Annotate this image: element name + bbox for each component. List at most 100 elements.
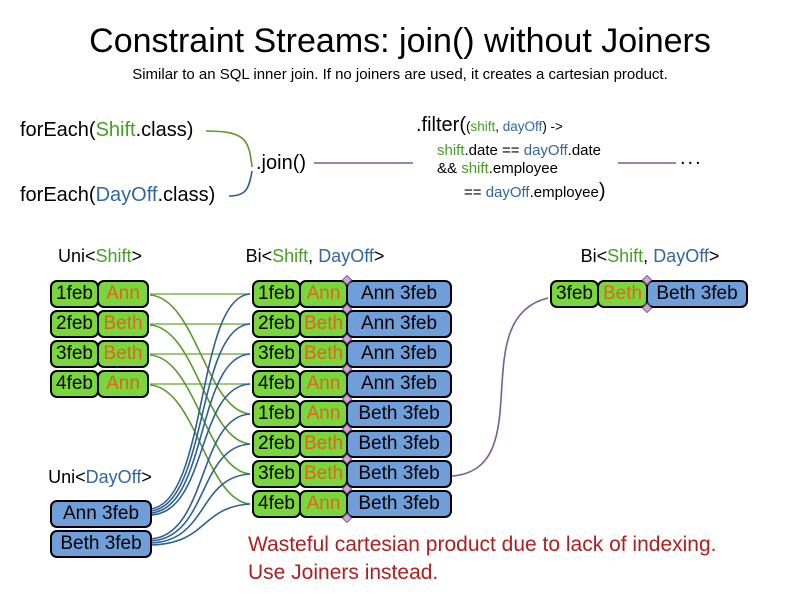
shift-param-token: shift	[470, 119, 496, 134]
link-line	[149, 413, 251, 540]
link-line	[149, 293, 251, 510]
dayoff-type-token: DayOff	[318, 246, 374, 266]
code-text: .date	[567, 142, 602, 159]
dayoff-type-token: DayOff	[85, 467, 142, 487]
shift-employee-cell: Beth	[299, 460, 348, 488]
table-row: 1feb Ann Ann 3feb	[252, 280, 452, 308]
header-text: ,	[643, 246, 654, 266]
link-line	[149, 324, 251, 445]
table-row: 4feb Ann Beth 3feb	[252, 490, 452, 518]
shift-employee-cell: Ann	[97, 280, 149, 308]
table-row: 4feb Ann Ann 3feb	[252, 370, 452, 398]
code-text: forEach(	[20, 184, 96, 206]
code-text: .filter(	[416, 114, 466, 136]
code-text: (	[466, 119, 471, 134]
header-text: Uni<	[57, 246, 96, 266]
shift-employee-cell: Ann	[299, 280, 348, 308]
code-text: .date ==	[464, 142, 524, 159]
header-text: >	[373, 246, 385, 266]
table-row: 1feb Ann Beth 3feb	[252, 400, 452, 428]
shift-class-token: Shift	[95, 119, 136, 141]
warning-line: Use Joiners instead.	[248, 561, 439, 584]
dayoff-cell: Ann 3feb	[346, 280, 452, 308]
page-subtitle: Similar to an SQL inner join. If no join…	[132, 66, 668, 83]
table-row: 3feb Beth Beth 3feb	[550, 280, 748, 308]
shift-date-cell: 4feb	[252, 370, 301, 398]
table-row: 2feb Beth Beth 3feb	[252, 430, 452, 458]
join-code: .join()	[256, 152, 307, 174]
header-text: Bi<	[580, 246, 608, 266]
table-row: 3feb Beth Beth 3feb	[252, 460, 452, 488]
table-row: Beth 3feb	[50, 530, 152, 558]
link-line	[149, 323, 251, 512]
dayoff-to-join-link	[228, 170, 253, 197]
page-title: Constraint Streams: join() without Joine…	[89, 22, 711, 60]
dayoff-cell: Beth 3feb	[346, 460, 452, 488]
warning-line: Wasteful cartesian product due to lack o…	[248, 533, 717, 556]
dayoff-to-cartesian-links	[149, 293, 251, 546]
header-text: >	[131, 246, 143, 266]
foreach-dayoff-code: forEach(DayOff.class)	[20, 184, 215, 207]
table-row: Ann 3feb	[50, 500, 152, 528]
shift-date-cell: 2feb	[252, 430, 301, 458]
table-row: 3feb Beth	[50, 340, 149, 368]
shift-employee-cell: Beth	[97, 310, 149, 338]
header-text: Uni<	[48, 467, 86, 487]
code-text: ) ->	[542, 119, 563, 134]
shift-type-token: Shift	[95, 246, 132, 266]
header-text: Bi<	[245, 246, 273, 266]
dayoff-cell: Beth 3feb	[50, 530, 152, 558]
filter-code-line4: == dayOff.employee)	[464, 180, 606, 203]
warning-text: Wasteful cartesian product due to lack o…	[248, 531, 716, 587]
stream-continues-ellipsis: ...	[680, 147, 703, 169]
dayoff-cell: Ann 3feb	[346, 340, 452, 368]
shift-employee-cell: Beth	[299, 310, 348, 338]
shift-employee-cell: Ann	[97, 370, 149, 398]
shift-to-cartesian-links	[149, 293, 251, 505]
uni-shift-header: Uni<Shift>	[20, 246, 180, 267]
shift-date-cell: 3feb	[50, 340, 99, 368]
link-line	[149, 473, 251, 544]
filter-code-line1: .filter((shift, dayOff) ->	[416, 114, 563, 137]
code-text: .class)	[157, 184, 216, 206]
header-text: >	[141, 467, 152, 487]
code-text: forEach(	[20, 119, 96, 141]
code-text: .employee	[529, 184, 599, 201]
shift-type-token: Shift	[272, 246, 309, 266]
shift-employee-cell: Ann	[299, 370, 348, 398]
shift-param-token: shift	[461, 160, 489, 177]
dayoff-param-token: dayOff	[523, 142, 568, 159]
uni-dayoff-header: Uni<DayOff>	[20, 467, 180, 488]
code-text: ==	[464, 184, 486, 201]
shift-date-cell: 3feb	[550, 280, 599, 308]
dayoff-type-token: DayOff	[653, 246, 709, 266]
dayoff-cell: Beth 3feb	[646, 280, 748, 308]
shift-employee-cell: Beth	[97, 340, 149, 368]
dayoff-cell: Beth 3feb	[346, 430, 452, 458]
table-row: 4feb Ann	[50, 370, 149, 398]
shift-employee-cell: Ann	[299, 400, 348, 428]
link-line	[149, 294, 251, 415]
shift-date-cell: 1feb	[50, 280, 99, 308]
shift-employee-cell: Ann	[299, 490, 348, 518]
code-text: .class)	[135, 119, 194, 141]
shift-date-cell: 2feb	[50, 310, 99, 338]
shift-date-cell: 4feb	[252, 490, 301, 518]
link-line	[149, 383, 251, 516]
link-line	[149, 384, 251, 505]
shift-date-cell: 1feb	[252, 280, 301, 308]
dayoff-param-token: dayOff	[502, 119, 543, 134]
table-row: 2feb Beth Ann 3feb	[252, 310, 452, 338]
shift-date-cell: 1feb	[252, 400, 301, 428]
dayoff-class-token: DayOff	[95, 184, 158, 206]
dayoff-cell: Beth 3feb	[346, 490, 452, 518]
table-row: 2feb Beth	[50, 310, 149, 338]
link-line	[149, 503, 251, 546]
code-text: &&	[437, 160, 462, 177]
dayoff-cell: Beth 3feb	[346, 400, 452, 428]
join-brace-links	[205, 130, 676, 197]
filter-code-line3: && shift.employee	[437, 160, 558, 177]
dayoff-cell: Ann 3feb	[50, 500, 152, 528]
